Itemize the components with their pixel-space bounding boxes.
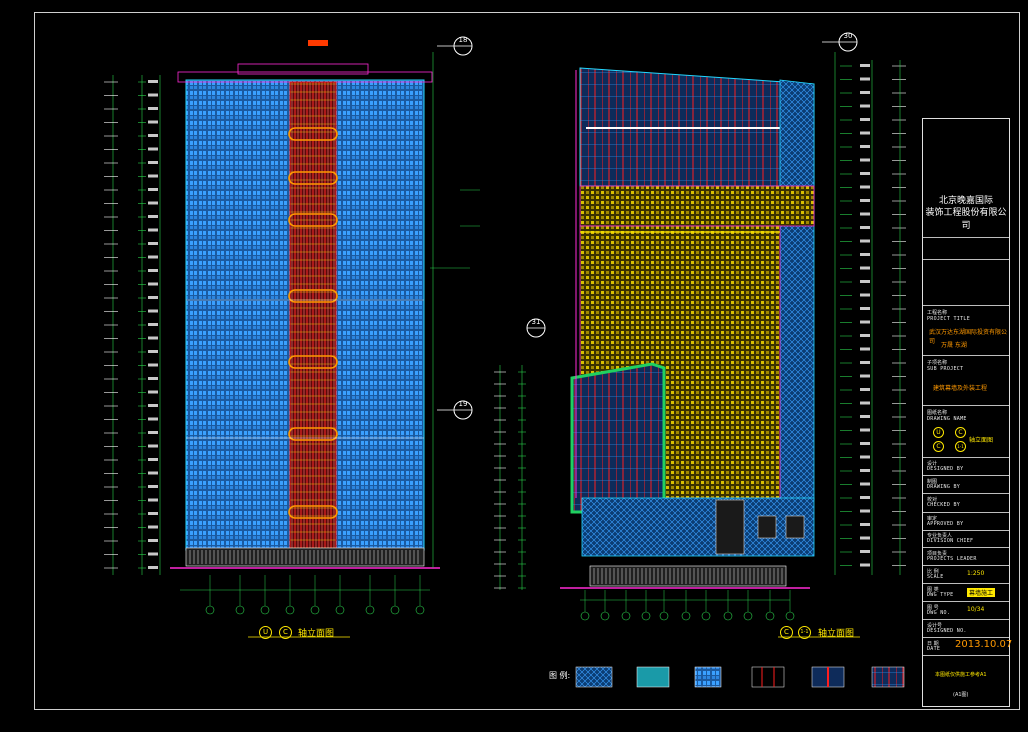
approved-en: APPROVED BY [927, 521, 964, 527]
legend-swatch-4 [751, 666, 785, 688]
drawing-name-en: DRAWING NAME [927, 416, 967, 422]
project-title-en: PROJECT TITLE [927, 316, 971, 322]
sub-project-cn: 子项名称 [927, 360, 948, 366]
legend-swatch-3 [694, 666, 722, 688]
title-axis-c2: C [933, 441, 944, 452]
drawing-name: 轴立面图 [969, 437, 994, 444]
left-elevation [104, 40, 480, 615]
legend-swatch-6 [871, 666, 905, 688]
section-tag-18 [437, 36, 473, 56]
left-elevation-caption: 轴立面图 [298, 629, 335, 639]
sub-project-name: 建筑幕墙及外装工程 [933, 385, 988, 392]
date-cn: 日 期 [927, 641, 939, 647]
legend-swatch-1 [575, 666, 613, 688]
scale-en: SCALE [927, 574, 944, 580]
right-elevation [494, 52, 906, 621]
right-elevation-caption: 轴立面图 [818, 629, 855, 639]
checked-en: CHECKED BY [927, 502, 961, 508]
left-core-rings [288, 127, 338, 519]
left-axis-bubble-u: U [259, 626, 272, 639]
approved-cn: 审定 [927, 516, 938, 522]
company-name-line1: 北京晚嘉国际 [938, 196, 993, 206]
right-axis-grid [580, 590, 795, 621]
title-axis-u: U [933, 427, 944, 438]
dwg-no-en: DWG NO. [927, 610, 951, 616]
title-block: 北京晚嘉国际 装饰工程股份有限公司 工程名称 PROJECT TITLE 武汉万… [922, 118, 1013, 707]
designed-en: DESIGNED BY [927, 466, 964, 472]
sub-project-en: SUB PROJECT [927, 366, 964, 372]
right-axis-bubble-c: C [780, 626, 793, 639]
section-tag-19-label: 19 [458, 400, 468, 408]
company-name-line2: 装饰工程股份有限公司 [925, 208, 1007, 231]
legend [575, 666, 905, 688]
checked-cn: 校对 [927, 497, 938, 503]
section-tag-30-label: 30 [843, 32, 853, 40]
title-axis-11: 1-1 [955, 441, 966, 452]
dwg-type-cn: 图 类 [927, 587, 939, 593]
section-tag-19 [437, 400, 473, 420]
left-level-ticks [104, 80, 158, 569]
dwg-type-en: DWG TYPE [927, 592, 954, 598]
projects-leader-cn: 项目负责 [927, 551, 948, 557]
division-chief-en: DIVISION CHIEF [927, 538, 974, 544]
date-value: 2013.10.07 [955, 639, 1013, 650]
right-axis-bubble-11: 1-1 [798, 626, 811, 639]
project-title-cn: 工程名称 [927, 310, 948, 316]
project-name-2: 万晟 东湖 [941, 342, 967, 349]
right-inset-panel [570, 362, 666, 514]
division-chief-cn: 专业负责人 [927, 533, 953, 539]
title-axis-c: C [955, 427, 966, 438]
legend-title: 图 例: [549, 671, 571, 680]
scale-value: 1:250 [967, 570, 985, 577]
section-tag-31 [526, 318, 546, 338]
designed-no-cn: 设计号 [927, 623, 943, 629]
date-en: DATE [927, 646, 941, 652]
drawing-name-cn: 图纸名称 [927, 410, 948, 416]
drawn-en: DRAWING BY [927, 484, 961, 490]
projects-leader-en: PROJECTS LEADER [927, 556, 977, 562]
legend-swatch-2 [636, 666, 670, 688]
footer-note: 本图纸仅供施工参考A1 [935, 672, 987, 678]
section-tag-18-label: 18 [458, 36, 468, 44]
drawing-frame [34, 12, 1020, 710]
section-tag-30 [822, 32, 858, 52]
designed-cn: 设计 [927, 461, 938, 467]
left-core-strip [289, 81, 337, 553]
left-axis-bubble-c: C [279, 626, 292, 639]
designed-no-en: DESIGNED NO. [927, 628, 967, 634]
section-tag-31-label: 31 [531, 318, 541, 326]
scale-cn: 比 例 [927, 569, 939, 575]
dwg-type-value: 幕墙施工 [967, 588, 996, 597]
dwg-no-cn: 图 号 [927, 605, 939, 611]
drawn-cn: 制图 [927, 479, 938, 485]
left-axis-grid [180, 575, 430, 615]
project-name: 武汉万达东湖国际投资有限公司 [929, 329, 1008, 345]
right-level-ticks [840, 64, 906, 567]
sheet-size: (A1图) [953, 692, 969, 698]
dwg-no-value: 10/34 [967, 606, 985, 613]
